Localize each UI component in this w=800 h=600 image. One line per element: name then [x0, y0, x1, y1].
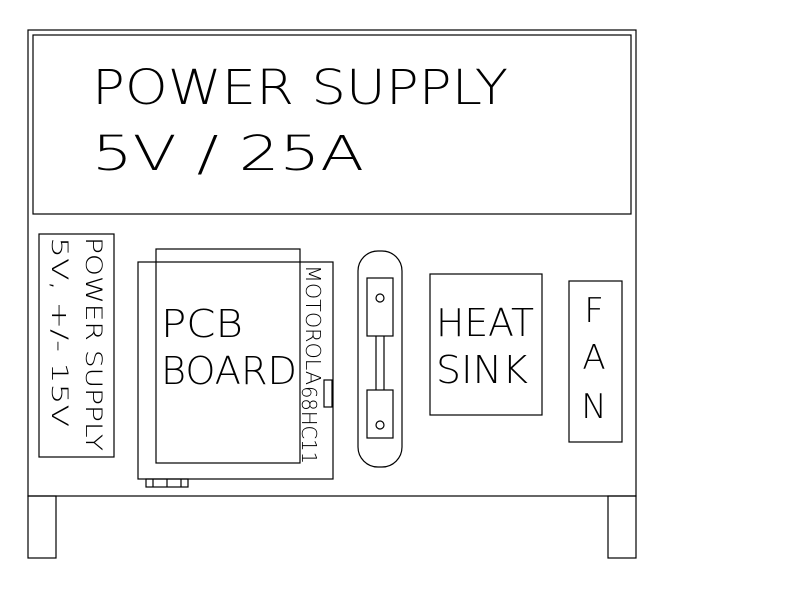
aux-power-supply-box — [38, 233, 115, 458]
fuse-holder-body — [357, 250, 403, 468]
fan-box — [568, 280, 623, 443]
heat-label: HEAT — [436, 301, 534, 345]
aux-power-supply-title: POWER SUPPLY — [80, 237, 105, 451]
fuse-terminal-bottom — [375, 420, 385, 430]
pcb-board-assembly: PCB BOARD MOTOROLA 68HC11 — [137, 248, 334, 488]
pcb-base-board — [137, 261, 334, 480]
heat-sink-box — [429, 273, 543, 416]
fuse-holder — [357, 250, 403, 468]
mcu-brand-label: MOTOROLA — [301, 265, 325, 385]
main-power-supply-rating: 5V / 25A — [92, 126, 364, 182]
main-power-supply-box — [32, 34, 632, 215]
aux-power-supply: POWER SUPPLY 5V, +/- 15V — [38, 233, 115, 458]
sink-label: SINK — [436, 348, 528, 392]
board-label: BOARD — [161, 349, 297, 393]
left-foot — [27, 495, 57, 559]
pcb-label: PCB — [161, 302, 243, 346]
heat-sink: HEAT SINK — [429, 273, 543, 416]
fan-letter-a: A — [582, 338, 605, 378]
fuse-clip-bottom — [366, 389, 394, 439]
mcu-connector — [323, 379, 333, 408]
main-power-supply-title: POWER SUPPLY — [92, 60, 508, 116]
fan-letter-n: N — [581, 387, 606, 427]
right-foot — [607, 495, 637, 559]
aux-power-supply-rating: 5V, +/- 15V — [46, 237, 71, 427]
pcb-board — [155, 248, 301, 464]
fan: F A N — [568, 280, 623, 443]
enclosure-outline — [27, 29, 637, 497]
fan-letter-f: F — [584, 291, 604, 331]
fuse-terminal-top — [375, 293, 385, 303]
main-power-supply: POWER SUPPLY 5V / 25A — [32, 34, 632, 215]
mcu-model-label: 68HC11 — [297, 386, 321, 464]
fuse-clip-top — [366, 277, 394, 337]
